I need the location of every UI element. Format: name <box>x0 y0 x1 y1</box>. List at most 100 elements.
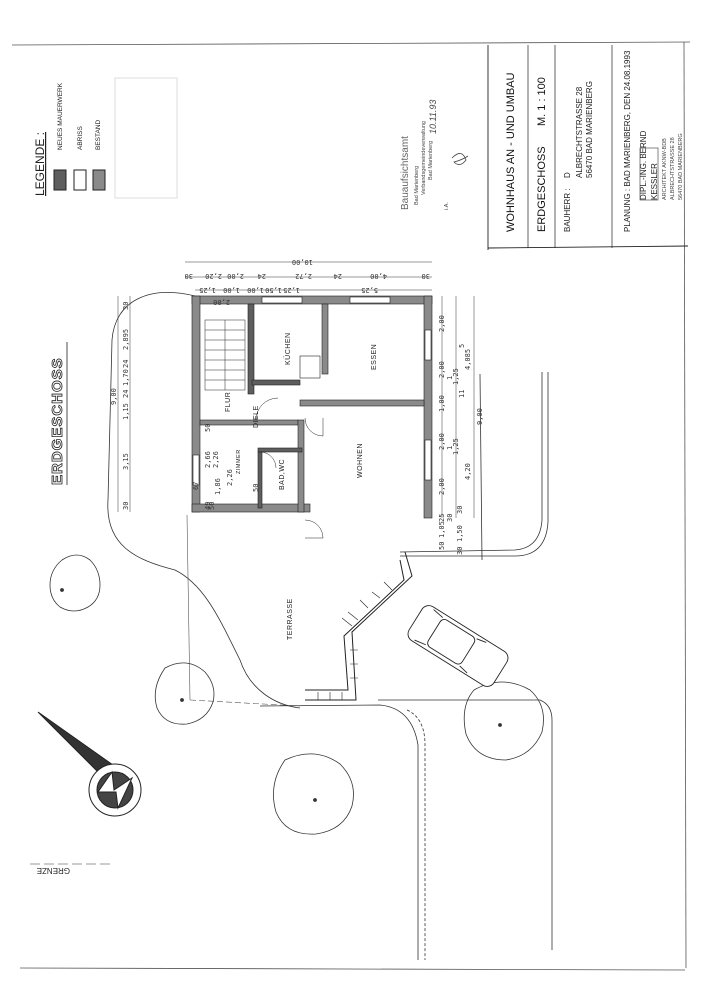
dim-right-fr-2: 11 <box>458 390 466 398</box>
dimension-chain-left: 9,00 30 3,15 1,15 24 1,70 24 2,895 30 <box>110 296 131 512</box>
dim-top-6: 4,00 <box>370 272 387 280</box>
title-block: WOHNHAUS AN - UND UMBAU ERDGESCHOSS M. 1… <box>487 45 689 250</box>
dim-misc-0: 50 <box>204 424 212 432</box>
dimension-chain-top: 10,00 30 2,20 2,00 24 2,72 24 4,00 30 1,… <box>185 258 432 294</box>
title-block-logo <box>639 147 659 201</box>
legend-item-existing: BESTAND <box>95 119 102 150</box>
room-zimmer: ZIMMER <box>236 449 242 474</box>
room-diele: DIELE <box>253 405 260 428</box>
dim-top-5: 24 <box>334 272 342 280</box>
dim-top-sub-0: 1,25 <box>199 286 216 294</box>
dim-right-4: 2,00 <box>438 478 446 495</box>
title-block-title: WOHNHAUS AN - UND UMBAU <box>505 72 517 232</box>
dimension-chain-right: 9,00 2,00 2,00 1,00 2,00 2,00 1,25 1,25 … <box>438 296 484 518</box>
legend-faint-box <box>114 77 178 199</box>
stamp-line3: Bad Marienberg <box>428 141 434 180</box>
dim-right-fr-1: 1 <box>446 446 454 450</box>
staircase <box>204 319 246 391</box>
dim-left-total: 9,00 <box>110 388 118 405</box>
plan-title: ERDGESCHOSS <box>49 357 66 485</box>
dim-bottom-1: 1,05 <box>438 521 446 538</box>
title-block-bauherr-label: BAUHERR : <box>563 188 572 232</box>
dim-bottom-0: 50 <box>438 542 446 550</box>
title-block-scale: M. 1 : 100 <box>536 77 548 126</box>
stone-walkway <box>305 551 413 701</box>
dimension-chain-bottom: 50 1,05 25 30 30 1,50 30 <box>438 506 464 555</box>
title-block-address1: ALBRECHTSTRASSE 28 <box>575 86 584 178</box>
dim-right-fr-0: 1 <box>446 376 454 380</box>
kitchen-counter <box>299 355 321 379</box>
room-flur: FLUR <box>225 392 232 412</box>
dim-left-6: 2,895 <box>122 329 130 350</box>
dim-top-3: 24 <box>258 272 266 280</box>
compass-icon <box>37 711 142 817</box>
dim-bottom-sub-2: 30 <box>446 514 454 522</box>
dim-right-fr-3: 5 <box>458 344 466 348</box>
dim-top-sub-3: 1,50 <box>265 286 282 294</box>
dim-bottom-3: 30 <box>456 506 464 514</box>
building-walls <box>191 295 433 519</box>
dim-zimmer-3: 2,26 <box>226 469 234 486</box>
dim-top-0: 30 <box>185 272 193 280</box>
boundary: GRENZE <box>30 863 110 875</box>
door-swings <box>255 397 324 539</box>
legend-swatch-existing <box>92 169 106 191</box>
legend-swatch-demolition <box>73 169 87 191</box>
title-block-planner5: 56470 BAD MARIENBERG <box>678 133 684 200</box>
boundary-label: GRENZE <box>37 866 70 875</box>
dim-top-sub-2: 1,00 <box>247 286 264 294</box>
dim-left-1: 3,15 <box>122 453 130 470</box>
title-block-planner4: ALBRECHTSTRASSE 28 <box>670 137 676 200</box>
dim-right-total: 9,00 <box>476 408 484 425</box>
stamp-ia: i.A. <box>444 202 450 210</box>
dim-right-sub-2: 4,20 <box>464 463 472 480</box>
stamp-signature <box>451 153 469 165</box>
dim-bottom-sub-1: 1,50 <box>456 525 464 542</box>
sheet-border <box>11 41 691 971</box>
dim-top-sub-1: 1,00 <box>223 286 240 294</box>
dim-left-0: 30 <box>122 502 130 510</box>
approval-stamp: Bauaufsichtsamt 10.11.93 Bad Marienberg … <box>400 100 469 210</box>
legend-title: LEGENDE : <box>33 132 47 196</box>
dim-right-sub-1: 1,25 <box>452 438 460 455</box>
title-block-planner3: ARCHITEKT AKNW-BDB <box>662 138 668 200</box>
dim-left-4: 1,70 <box>122 369 130 386</box>
room-kuechen: KÜCHEN <box>284 332 292 365</box>
legend-item-new: NEUES MAUERWERK <box>57 82 64 150</box>
title-block-sheet: ERDGESCHOSS <box>536 146 548 232</box>
dim-zimmer-1: 2,26 <box>212 451 220 468</box>
stamp-line1: Bad Marienberg <box>414 166 420 205</box>
dim-misc-5: 2,00 <box>213 298 230 306</box>
legend-swatch-new <box>53 169 67 191</box>
dim-right-sub-3: 4,085 <box>464 349 472 370</box>
title-block-address2: 56470 BAD MARIENBERG <box>585 81 594 178</box>
dim-top-1: 2,20 <box>205 272 222 280</box>
terrasse: TERRASSE <box>186 514 301 707</box>
title-block-bauherr-name: D <box>563 172 572 178</box>
dim-misc-1: 50 <box>252 484 260 492</box>
dim-right-1: 2,00 <box>438 361 446 378</box>
dim-left-3: 24 <box>122 390 130 398</box>
dim-left-2: 1,15 <box>122 403 130 420</box>
dim-misc-2: 50 <box>208 502 216 510</box>
room-bad-wc: BAD,WC <box>279 459 286 490</box>
title-block-planner2: KESSLER <box>650 163 659 200</box>
legend-item-demolition: ABRISS <box>77 125 84 150</box>
dim-right-sub-0: 1,25 <box>452 368 460 385</box>
dim-left-5: 24 <box>122 360 130 368</box>
tree-icon <box>49 554 544 835</box>
dim-top-4: 2,72 <box>295 272 312 280</box>
site-outline <box>107 292 553 960</box>
zimmer-dimensions: 2,66 2,26 1,86 2,26 50 50 50 67 49 2,00 <box>192 298 260 510</box>
room-terrasse: TERRASSE <box>287 598 294 640</box>
dim-left-7: 30 <box>122 302 130 310</box>
dim-right-0: 2,00 <box>438 315 446 332</box>
dim-misc-4: 49 <box>204 502 212 510</box>
dim-zimmer-0: 2,66 <box>204 451 212 468</box>
legend: LEGENDE : NEUES MAUERWERK ABRISS BESTAND <box>33 77 178 199</box>
stamp-date: 10.11.93 <box>428 100 438 134</box>
title-block-planung: PLANUNG : BAD MARIENBERG, DEN 24.08.1993 <box>623 50 632 232</box>
dim-misc-3: 67 <box>192 482 200 490</box>
dim-top-sub-4: 1,25 <box>283 286 300 294</box>
room-labels: KÜCHEN ESSEN FLUR DIELE ZIMMER BAD,WC WO… <box>225 332 378 490</box>
